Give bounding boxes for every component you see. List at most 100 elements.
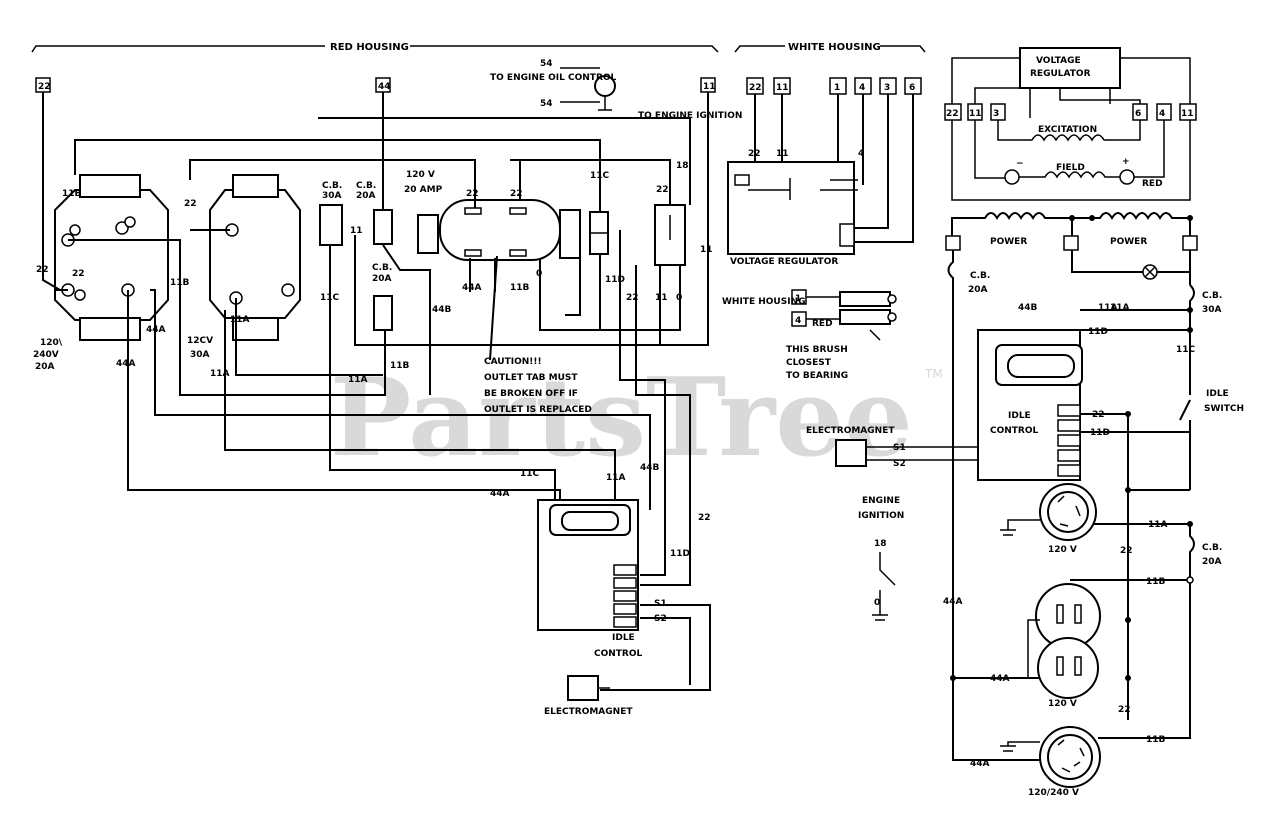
svg-text:30A: 30A <box>190 350 210 360</box>
svg-text:44A: 44A <box>990 674 1010 684</box>
svg-text:TO ENGINE OIL CONTROL: TO ENGINE OIL CONTROL <box>490 73 617 83</box>
svg-text:120 V: 120 V <box>1048 699 1077 709</box>
power-coils: POWER POWER <box>945 212 1198 251</box>
svg-text:44B: 44B <box>640 463 660 473</box>
svg-text:44A: 44A <box>943 597 963 607</box>
outlet-120v-duplex: 120 V <box>1027 583 1101 709</box>
svg-text:11A: 11A <box>210 369 230 379</box>
svg-text:SWITCH: SWITCH <box>1204 404 1244 414</box>
svg-text:CLOSEST: CLOSEST <box>786 358 832 368</box>
svg-text:22: 22 <box>698 513 711 523</box>
svg-text:20A: 20A <box>1202 557 1222 567</box>
svg-text:11A: 11A <box>348 375 368 385</box>
svg-text:RED: RED <box>1142 179 1163 189</box>
terminal-22-left: 22 <box>35 77 51 93</box>
svg-text:44A: 44A <box>490 489 510 499</box>
svg-text:44B: 44B <box>1018 303 1038 313</box>
terminal-44-left: 44 <box>375 77 391 93</box>
svg-text:44B: 44B <box>432 305 452 315</box>
svg-text:FIELD: FIELD <box>1056 163 1085 173</box>
svg-text:11B: 11B <box>1146 577 1166 587</box>
svg-text:REGULATOR: REGULATOR <box>1030 69 1091 79</box>
regulator-terminals: 22 11 3 6 4 11 <box>944 103 1197 121</box>
svg-text:11: 11 <box>1181 109 1194 119</box>
svg-text:WHITE HOUSING: WHITE HOUSING <box>722 297 805 307</box>
svg-text:ELECTROMAGNET: ELECTROMAGNET <box>544 707 633 717</box>
cb-20a-lower: C.B. 20A <box>372 263 393 331</box>
cb-30a: C.B. 30A <box>319 181 343 246</box>
svg-text:IDLE: IDLE <box>612 633 635 643</box>
svg-text:11: 11 <box>350 226 363 236</box>
svg-text:11C: 11C <box>590 171 610 181</box>
svg-text:20A: 20A <box>372 274 392 284</box>
svg-text:11C: 11C <box>1176 345 1196 355</box>
svg-text:44A: 44A <box>970 759 990 769</box>
svg-text:120 V: 120 V <box>406 170 435 180</box>
svg-text:OUTLET IS REPLACED: OUTLET IS REPLACED <box>484 405 592 415</box>
svg-text:0: 0 <box>676 293 682 303</box>
svg-text:11C: 11C <box>520 469 540 479</box>
svg-text:EXCITATION: EXCITATION <box>1038 125 1097 135</box>
svg-text:POWER: POWER <box>1110 237 1147 247</box>
svg-text:11: 11 <box>776 149 789 159</box>
svg-text:4: 4 <box>858 149 864 159</box>
svg-text:11B: 11B <box>170 278 190 288</box>
svg-text:S1: S1 <box>893 443 906 453</box>
svg-text:11A: 11A <box>1098 303 1118 313</box>
svg-text:22: 22 <box>510 189 523 199</box>
outlet-120v-twistlock: 120 V <box>1000 483 1097 555</box>
svg-text:22: 22 <box>1120 546 1133 556</box>
svg-text:0: 0 <box>536 269 542 279</box>
svg-text:20 AMP: 20 AMP <box>404 185 443 195</box>
brush-block: 1 4 WHITE HOUSING RED THIS BRUSH CLOSEST… <box>722 289 897 381</box>
svg-text:1: 1 <box>834 83 840 93</box>
svg-text:ELECTROMAGNET: ELECTROMAGNET <box>806 426 895 436</box>
svg-text:THIS BRUSH: THIS BRUSH <box>786 345 848 355</box>
svg-text:22: 22 <box>1092 410 1105 420</box>
svg-text:IDLE: IDLE <box>1206 389 1229 399</box>
svg-text:VOLTAGE REGULATOR: VOLTAGE REGULATOR <box>730 257 838 267</box>
svg-text:6: 6 <box>909 83 915 93</box>
svg-text:22: 22 <box>72 269 85 279</box>
svg-text:−: − <box>1016 159 1024 169</box>
svg-text:22: 22 <box>38 82 51 92</box>
svg-text:IDLE: IDLE <box>1008 411 1031 421</box>
svg-text:22: 22 <box>946 109 959 119</box>
idle-control-left: IDLE CONTROL <box>537 499 643 659</box>
svg-text:11B: 11B <box>1146 735 1166 745</box>
svg-text:CONTROL: CONTROL <box>990 426 1039 436</box>
outlet-120v-20amp: 120 V 20 AMP <box>404 170 581 261</box>
svg-text:11D: 11D <box>1088 327 1108 337</box>
svg-text:TO BEARING: TO BEARING <box>786 371 848 381</box>
svg-text:11: 11 <box>969 109 982 119</box>
svg-text:22: 22 <box>748 149 761 159</box>
watermark-tm: TM <box>924 367 943 381</box>
svg-text:11B: 11B <box>62 189 82 199</box>
svg-text:11: 11 <box>776 83 789 93</box>
svg-text:30A: 30A <box>1202 305 1222 315</box>
left-wiring <box>42 92 711 691</box>
outlet-240v: 120\ 240V 20A <box>33 174 169 372</box>
svg-text:6: 6 <box>1135 109 1141 119</box>
right-main-wiring: C.B. 20A C.B. 30A IDLE SWITCH 11C 11A 11… <box>943 250 1244 769</box>
outlet-120-240v: 120/240 V <box>1000 726 1101 798</box>
svg-text:11C: 11C <box>320 293 340 303</box>
svg-text:CAUTION!!!: CAUTION!!! <box>484 357 542 367</box>
electromagnet-left: ELECTROMAGNET <box>544 675 633 717</box>
caution-note: CAUTION!!! OUTLET TAB MUST BE BROKEN OFF… <box>484 357 592 415</box>
svg-text:120/240 V: 120/240 V <box>1028 788 1079 798</box>
svg-text:20A: 20A <box>968 285 988 295</box>
svg-text:22: 22 <box>656 185 669 195</box>
svg-text:VOLTAGE: VOLTAGE <box>1036 56 1081 66</box>
svg-text:11: 11 <box>703 82 716 92</box>
wire-label-54b: 54 <box>540 99 553 109</box>
svg-text:20A: 20A <box>356 191 376 201</box>
svg-text:11D: 11D <box>670 549 690 559</box>
svg-text:+: + <box>1122 157 1130 167</box>
svg-text:ENGINE: ENGINE <box>862 496 900 506</box>
svg-text:11D: 11D <box>1090 428 1110 438</box>
svg-text:12CV: 12CV <box>187 336 213 346</box>
svg-text:18: 18 <box>676 161 689 171</box>
svg-text:11A: 11A <box>230 315 250 325</box>
